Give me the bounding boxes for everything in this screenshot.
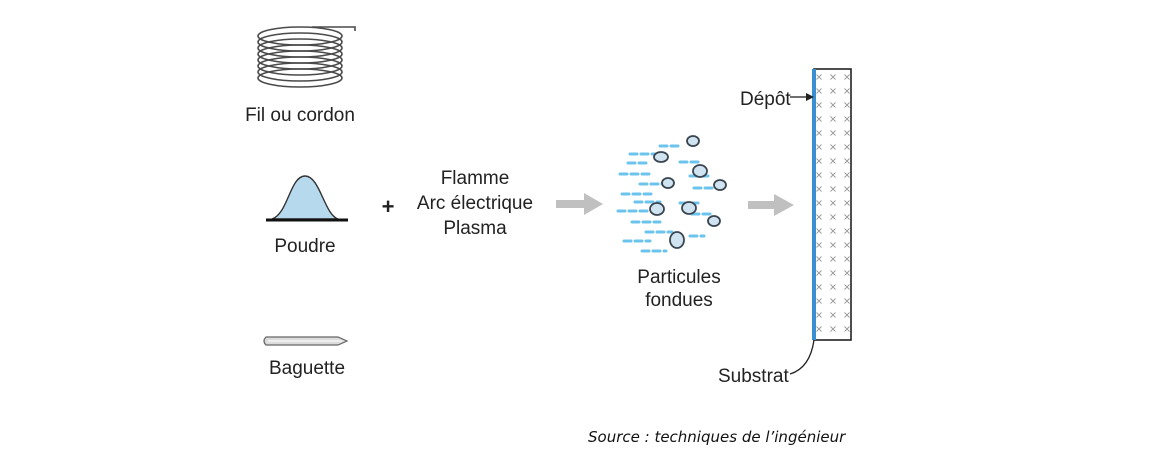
plus-sign: + (382, 194, 395, 219)
arrow-right-icon (556, 193, 603, 215)
heat-source-plasma: Plasma (443, 218, 507, 239)
substrate-pointer (789, 339, 815, 375)
arrow-right-icon (748, 194, 794, 216)
substrate-label: Substrat (718, 366, 789, 387)
powder-heap-icon (266, 175, 348, 222)
particle-streaks (616, 144, 716, 253)
wire-coil-icon (257, 26, 356, 88)
rod-label: Baguette (269, 358, 345, 379)
powder-label: Poudre (274, 236, 335, 257)
molten-particles (649, 135, 727, 249)
particles-label-line2: fondues (645, 290, 713, 311)
source-caption: Source : techniques de l’ingénieur (588, 428, 846, 446)
particles-label-line1: Particules (637, 267, 720, 288)
deposit-label: Dépôt (740, 89, 791, 110)
rod-icon (263, 336, 349, 346)
wire-label: Fil ou cordon (245, 105, 355, 126)
deposit-pointer (790, 93, 814, 101)
heat-source-flame: Flamme (441, 168, 510, 189)
substrate-block (812, 68, 852, 341)
heat-source-arc: Arc électrique (417, 193, 533, 214)
deposit-layer (812, 69, 816, 340)
